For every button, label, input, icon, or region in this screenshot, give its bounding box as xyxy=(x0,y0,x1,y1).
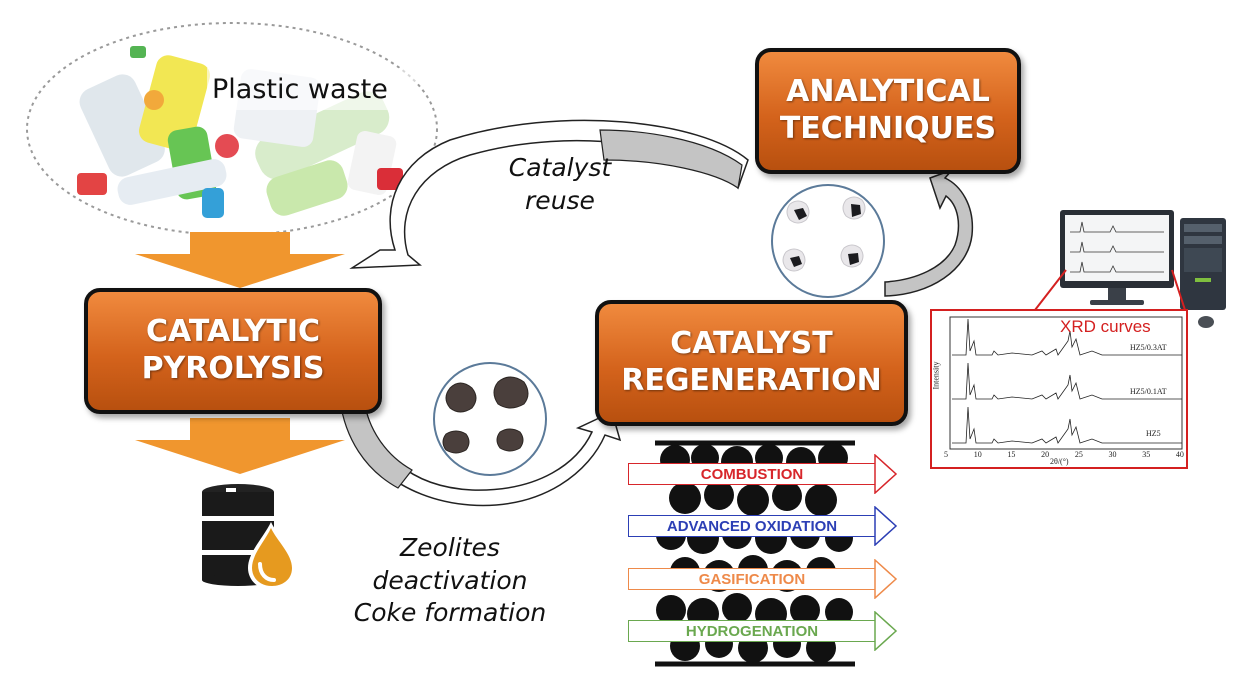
regenerated-catalyst-circle xyxy=(771,184,885,298)
arrowhead-combustion xyxy=(874,454,898,494)
catalyst-reuse-line-2: reuse xyxy=(525,185,595,215)
down-arrow-to-pyrolysis xyxy=(135,232,345,288)
xrd-xtick: 40 xyxy=(1175,450,1184,459)
xrd-curve-hz5-03at xyxy=(952,318,1182,356)
plastic-waste-cloud xyxy=(22,18,442,240)
coked-catalyst-circle xyxy=(433,362,547,476)
zeolites-line-2: deactivation xyxy=(372,565,528,595)
xrd-xtick: 10 xyxy=(973,450,982,459)
plastic-bottles-image xyxy=(77,46,403,218)
catalytic-pyrolysis-box: CATALYTIC PYROLYSIS xyxy=(84,288,382,414)
method-label-advanced-oxidation: ADVANCED OXIDATION xyxy=(628,515,876,537)
xrd-xtick: 20 xyxy=(1041,450,1050,459)
xrd-curve-hz5 xyxy=(952,406,1182,444)
xrd-curve-label-2: HZ5/0.1AT xyxy=(1130,387,1167,396)
xrd-xticks: 5 10 15 20 25 30 35 40 xyxy=(944,450,1184,459)
xrd-curves xyxy=(952,318,1182,444)
xrd-xtick: 30 xyxy=(1108,450,1117,459)
xrd-chart-panel: XRD curves HZ5/0.3AT HZ5/0.1AT HZ5 Inten… xyxy=(930,309,1188,469)
arrowhead-advanced-oxidation xyxy=(874,506,898,546)
zeolites-line-3: Coke formation xyxy=(353,598,547,627)
xrd-chart-svg xyxy=(949,316,1183,450)
zeolites-line-1: Zeolites xyxy=(400,533,500,562)
xrd-curve-label-3: HZ5 xyxy=(1146,429,1161,438)
down-arrow-to-oil xyxy=(135,418,345,474)
xrd-curve-label-1: HZ5/0.3AT xyxy=(1130,343,1167,352)
regeneration-line-1: CATALYST xyxy=(670,326,833,362)
arrowhead-hydrogenation xyxy=(874,611,898,651)
plastic-waste-label: Plastic waste xyxy=(212,74,388,105)
oil-barrel-icon xyxy=(202,484,296,590)
xrd-xtick: 35 xyxy=(1142,450,1151,459)
zeolites-deactivation-label: Zeolites deactivation Coke formation xyxy=(335,532,565,630)
catalyst-reuse-label: Catalyst reuse xyxy=(490,152,630,217)
xrd-ylabel: Intensity xyxy=(931,361,941,390)
regeneration-line-2: REGENERATION xyxy=(621,363,882,398)
analytical-line-1: ANALYTICAL xyxy=(786,74,990,110)
arrowhead-gasification xyxy=(874,559,898,599)
method-label-gasification: GASIFICATION xyxy=(628,568,876,590)
pyrolysis-line-2: PYROLYSIS xyxy=(141,351,325,386)
xrd-xtick: 5 xyxy=(944,450,948,459)
analytical-line-2: TECHNIQUES xyxy=(779,111,997,146)
pyrolysis-line-1: CATALYTIC xyxy=(145,314,321,350)
catalyst-reuse-line-1: Catalyst xyxy=(508,153,612,182)
xrd-xlabel: 2θ/(°) xyxy=(1050,457,1069,466)
method-label-combustion: COMBUSTION xyxy=(628,463,876,485)
xrd-curves-title: XRD curves xyxy=(1060,317,1151,336)
xrd-curve-hz5-01at xyxy=(952,362,1182,400)
analytical-techniques-box: ANALYTICAL TECHNIQUES xyxy=(755,48,1021,174)
xrd-xtick: 25 xyxy=(1074,450,1083,459)
xrd-xtick: 15 xyxy=(1007,450,1016,459)
method-label-hydrogenation: HYDROGENATION xyxy=(628,620,876,642)
catalyst-regeneration-box: CATALYST REGENERATION xyxy=(595,300,908,426)
computer-icon xyxy=(1060,210,1226,328)
